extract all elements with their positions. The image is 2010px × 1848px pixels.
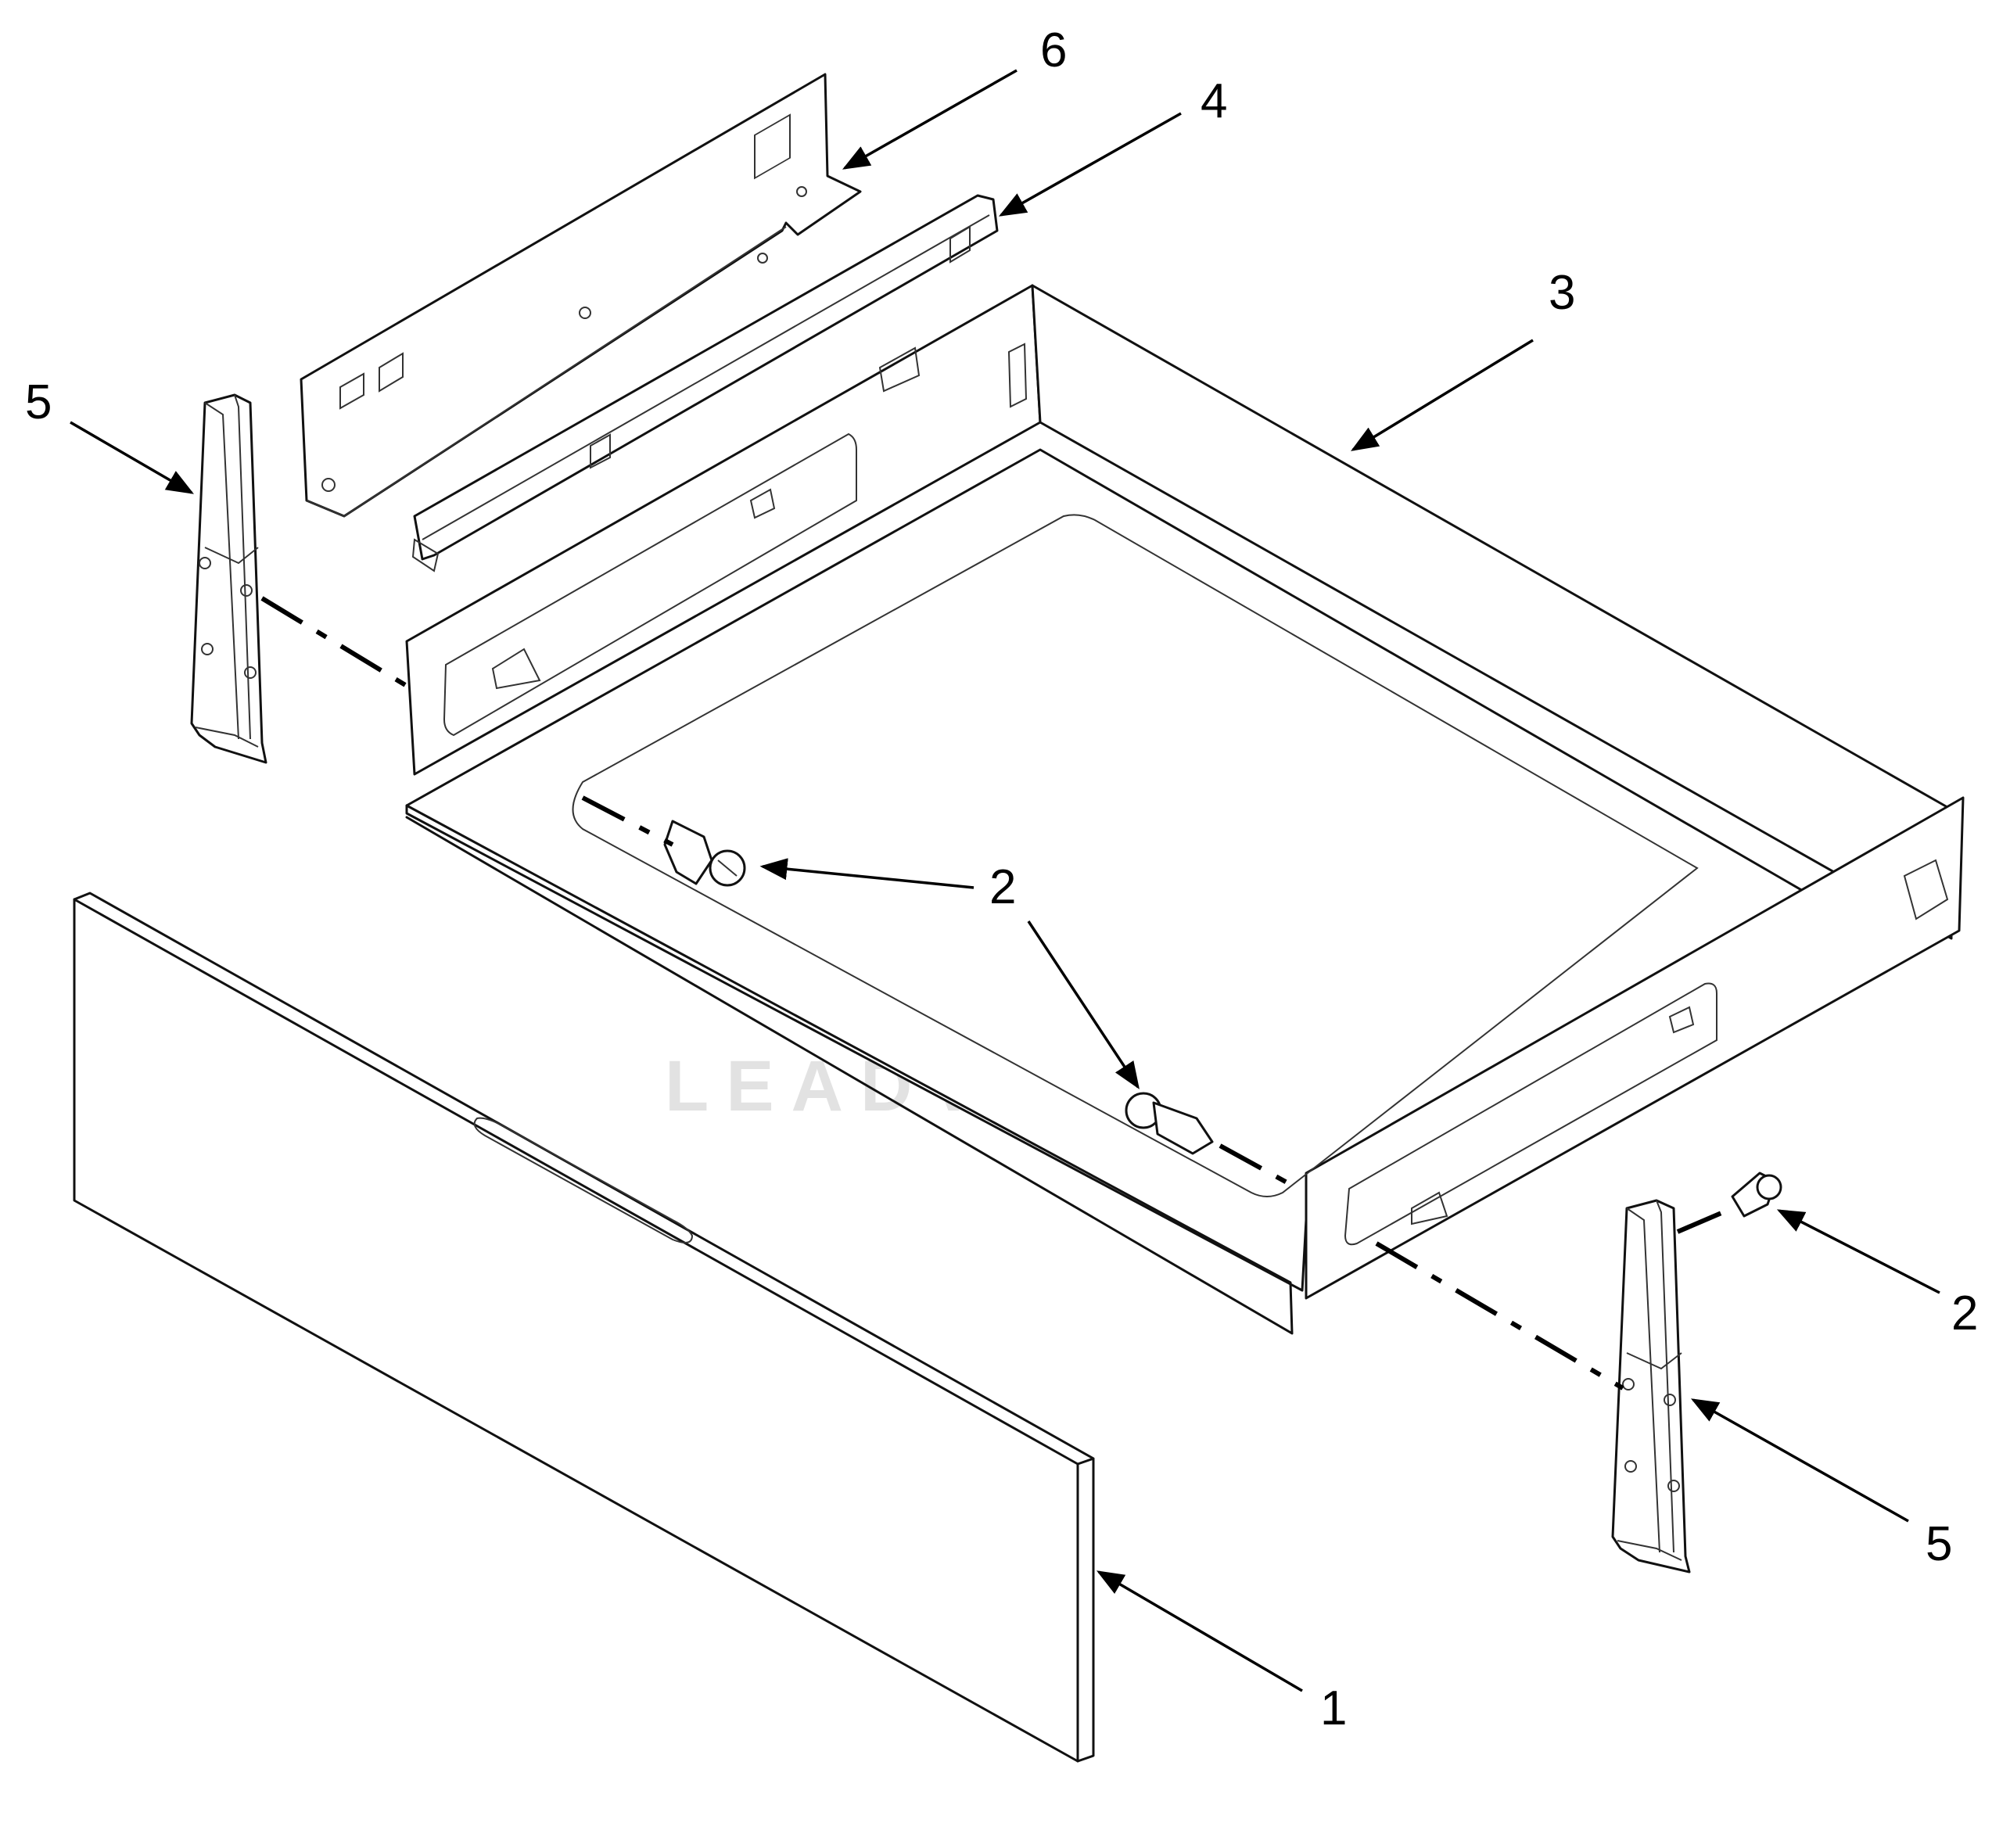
part-6-rear-bracket	[300, 73, 862, 518]
callout-2-right: 2	[1951, 1286, 1978, 1340]
leader-lines	[70, 69, 1940, 1692]
callout-1: 1	[1320, 1681, 1347, 1735]
part-2-screw-center-left	[663, 820, 746, 887]
callout-5-right: 5	[1926, 1517, 1952, 1571]
callout-3: 3	[1549, 266, 1575, 320]
part-2-screw-right	[1731, 1172, 1782, 1218]
callout-2-center: 2	[989, 860, 1016, 914]
part-1-drawer-front	[73, 892, 1095, 1763]
alignment-lines	[260, 596, 1734, 1390]
part-2-screw-center-right	[1125, 1092, 1214, 1155]
part-4-rail	[411, 194, 999, 572]
callout-6: 6	[1040, 23, 1067, 77]
part-5-left-leg	[190, 393, 267, 764]
callout-4: 4	[1201, 74, 1227, 128]
part-3-drawer-box	[405, 284, 1965, 1335]
part-5-right-leg	[1611, 1199, 1691, 1573]
callout-5-left: 5	[25, 375, 52, 429]
